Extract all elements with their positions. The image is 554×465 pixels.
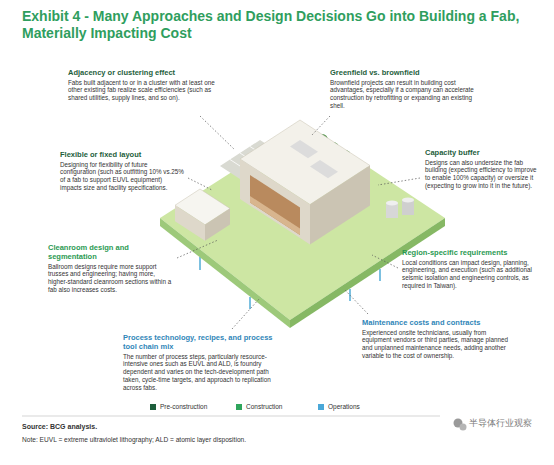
callout-body: The number of process steps, particularl… bbox=[123, 353, 281, 392]
leader-line bbox=[312, 116, 330, 135]
rule bbox=[22, 416, 440, 417]
callout-heading: Flexible or fixed layout bbox=[60, 150, 184, 159]
callout-body: Designing for flexibility of future conf… bbox=[60, 161, 184, 192]
callout-body: Ballroom designs require more support tr… bbox=[48, 263, 173, 294]
leader-line bbox=[232, 298, 260, 329]
wall bbox=[310, 166, 370, 245]
callout: Greenfield vs. brownfieldBrownfield proj… bbox=[330, 68, 480, 110]
pillar bbox=[249, 297, 251, 309]
callout-body: Local conditions can impact design, plan… bbox=[402, 259, 545, 290]
roof-unit bbox=[310, 160, 338, 178]
roof-unit bbox=[290, 140, 318, 158]
callout-heading: Greenfield vs. brownfield bbox=[330, 68, 480, 77]
cleanroom-floor bbox=[250, 196, 300, 235]
leader-line bbox=[345, 290, 368, 314]
tank-top bbox=[402, 198, 414, 203]
callout-heading: Capacity buffer bbox=[425, 148, 543, 157]
callout: Capacity bufferDesigns can also undersiz… bbox=[425, 148, 543, 190]
leader-lines bbox=[177, 116, 420, 329]
wall bbox=[175, 205, 205, 241]
legend-item: Construction bbox=[236, 403, 283, 411]
callout-body: Fabs built adjacent to or in a cluster w… bbox=[68, 79, 218, 102]
cleanroom-cutaway bbox=[250, 175, 300, 235]
callout: Flexible or fixed layoutDesigning for fl… bbox=[60, 150, 184, 192]
legend-swatch bbox=[318, 404, 324, 410]
exhibit-title: Exhibit 4 - Many Approaches and Design D… bbox=[22, 8, 542, 42]
callout-body: Experienced onsite technicians, usually … bbox=[362, 329, 517, 360]
pillar bbox=[349, 289, 351, 301]
legend-text: Operations bbox=[328, 403, 360, 410]
ground-side bbox=[160, 218, 290, 328]
legend-item: Operations bbox=[318, 403, 360, 411]
main-fab-building bbox=[240, 120, 370, 245]
callout-heading: Process technology, recipes, and process… bbox=[123, 333, 281, 351]
callout: Process technology, recipes, and process… bbox=[123, 333, 281, 391]
wechat-icon bbox=[454, 419, 467, 431]
callout-heading: Adjacency or clustering effect bbox=[68, 68, 218, 77]
abbreviation-note: Note: EUVL = extreme ultraviolet lithogr… bbox=[22, 436, 462, 445]
leader-line bbox=[177, 240, 218, 258]
ground-top bbox=[160, 125, 445, 320]
legend-swatch bbox=[236, 404, 242, 410]
office-building bbox=[175, 189, 230, 241]
legend-item: Pre-construction bbox=[150, 403, 207, 411]
leader-line bbox=[200, 116, 235, 150]
wall bbox=[240, 159, 310, 245]
pillar bbox=[199, 257, 201, 270]
legend-text: Pre-construction bbox=[160, 403, 207, 410]
leader-line bbox=[188, 178, 212, 190]
legend-swatch bbox=[150, 404, 156, 410]
callout-heading: Cleanroom design and segmentation bbox=[48, 243, 173, 261]
lot-line bbox=[230, 160, 240, 167]
callout: Maintenance costs and contractsExperienc… bbox=[362, 318, 517, 360]
callout-body: Brownfield projects can result in buildi… bbox=[330, 79, 480, 110]
tank-top bbox=[386, 201, 398, 206]
wall bbox=[205, 209, 230, 241]
watermark: 半导体行业观察 bbox=[469, 418, 551, 429]
source-note: Source: BCG analysis. bbox=[22, 422, 422, 431]
callout-heading: Region-specific requirements bbox=[402, 248, 545, 257]
leader-line bbox=[372, 255, 398, 268]
legend-text: Construction bbox=[246, 403, 283, 410]
pillar bbox=[379, 269, 381, 281]
callout: Cleanroom design and segmentationBallroo… bbox=[48, 243, 173, 294]
callout: Region-specific requirementsLocal condit… bbox=[402, 248, 545, 290]
callout-heading: Maintenance costs and contracts bbox=[362, 318, 517, 327]
utility-tanks bbox=[386, 198, 414, 219]
leader-line bbox=[378, 178, 420, 185]
callout: Adjacency or clustering effectFabs built… bbox=[68, 68, 218, 102]
callout-body: Designs can also undersize the fab build… bbox=[425, 159, 543, 190]
icon-bubble bbox=[460, 424, 467, 431]
